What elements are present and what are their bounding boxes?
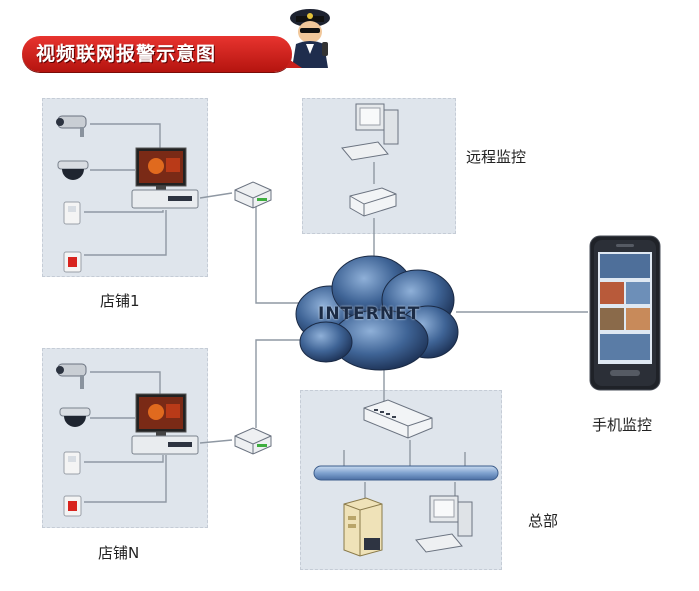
modem-icon — [349, 187, 397, 217]
dvr-computer-icon — [131, 393, 199, 455]
router-icon — [234, 427, 272, 455]
alarm-button-icon — [63, 495, 82, 517]
switch-icon — [363, 399, 433, 439]
pir-sensor-icon — [63, 201, 81, 225]
dome-camera-icon — [59, 407, 91, 427]
diagram-title: 视频联网报警示意图 — [36, 43, 217, 65]
title-banner — [22, 36, 292, 72]
dvr-computer-icon — [131, 147, 199, 209]
mobile-phone-icon — [589, 235, 661, 391]
store1-label: 店铺1 — [100, 292, 140, 310]
server-icon — [343, 497, 383, 557]
headquarters-label: 总部 — [528, 512, 559, 530]
pc-icon — [415, 495, 473, 553]
cloud-icon — [295, 255, 459, 371]
router-icon — [234, 181, 272, 209]
camera-icon — [56, 115, 87, 137]
internet-label: INTERNET — [318, 304, 421, 324]
dome-camera-icon — [57, 160, 89, 180]
police-mascot-icon — [286, 9, 330, 68]
pc-icon — [341, 103, 399, 161]
alarm-button-icon — [63, 251, 82, 273]
remote-monitoring-label: 远程监控 — [466, 148, 527, 166]
camera-icon — [56, 363, 87, 389]
storeN-label: 店铺N — [98, 544, 140, 562]
pir-sensor-icon — [63, 451, 81, 475]
mobile-monitoring-label: 手机监控 — [592, 416, 653, 434]
network-bus-icon — [313, 465, 499, 481]
